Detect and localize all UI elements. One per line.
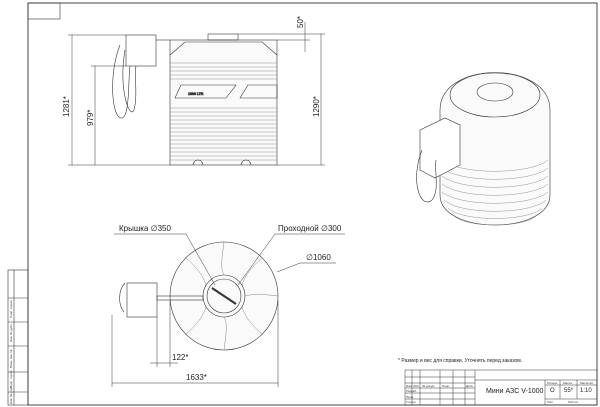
col-sign: Подп.	[442, 384, 450, 388]
top-dimensions	[111, 233, 345, 387]
col-date: Дата	[466, 384, 473, 388]
mass-value: 55*	[564, 388, 574, 394]
side-stamp-0: Инв. № подл.	[9, 385, 13, 404]
scale-value: 1:10	[580, 388, 592, 394]
side-stamp-2: Взам. инв. №	[9, 349, 13, 368]
side-stamp-3: Инв. № дубл.	[9, 323, 13, 342]
drawing-frame	[27, 2, 598, 406]
scale-label: Масштаб	[580, 381, 593, 385]
litera-label: Литера	[547, 381, 557, 385]
diameter-label: ∅1060	[306, 253, 331, 262]
isometric-view	[416, 72, 551, 226]
dim-dispenser-height: 979*	[86, 109, 95, 126]
top-view	[119, 241, 279, 351]
row-checked: Пров.	[406, 395, 414, 399]
corner-stamp	[27, 2, 61, 20]
dim-overall-width: 1633*	[186, 373, 207, 382]
dim-offset: 122*	[172, 353, 189, 362]
col-list: Лист	[413, 384, 420, 388]
note: * Размер и вес для справки. Уточнять пер…	[398, 358, 523, 364]
dim-lid-height: 50*	[296, 15, 305, 28]
front-view	[112, 33, 278, 166]
litera-value: О	[550, 388, 555, 394]
col-izm: Изм	[406, 384, 412, 388]
dim-tank-height: 1290*	[312, 96, 321, 117]
mass-label: Масса	[563, 381, 572, 385]
sheets-label: Листов	[568, 400, 578, 404]
drawing-title: Мини АЗС V-1000	[486, 388, 544, 395]
title-block-frame	[404, 369, 598, 406]
side-stamp-4: Подп. и дата	[9, 300, 13, 318]
manhole-label: Проходной ∅300	[278, 224, 342, 233]
dim-overall-height: 1281*	[62, 96, 71, 117]
row-tcontrol: Т.контр.	[406, 400, 417, 404]
front-dimensions	[68, 22, 325, 166]
tank-label: 1000 LTR	[188, 92, 204, 96]
col-doc: № докум.	[422, 384, 436, 388]
side-stamp-frame	[7, 269, 29, 406]
sheet-label: Лист	[547, 400, 554, 404]
row-developer: Разраб.	[406, 389, 417, 393]
side-stamp-1: Подп. и дата	[9, 370, 13, 388]
lid-label: Крышка ∅350	[119, 224, 171, 233]
